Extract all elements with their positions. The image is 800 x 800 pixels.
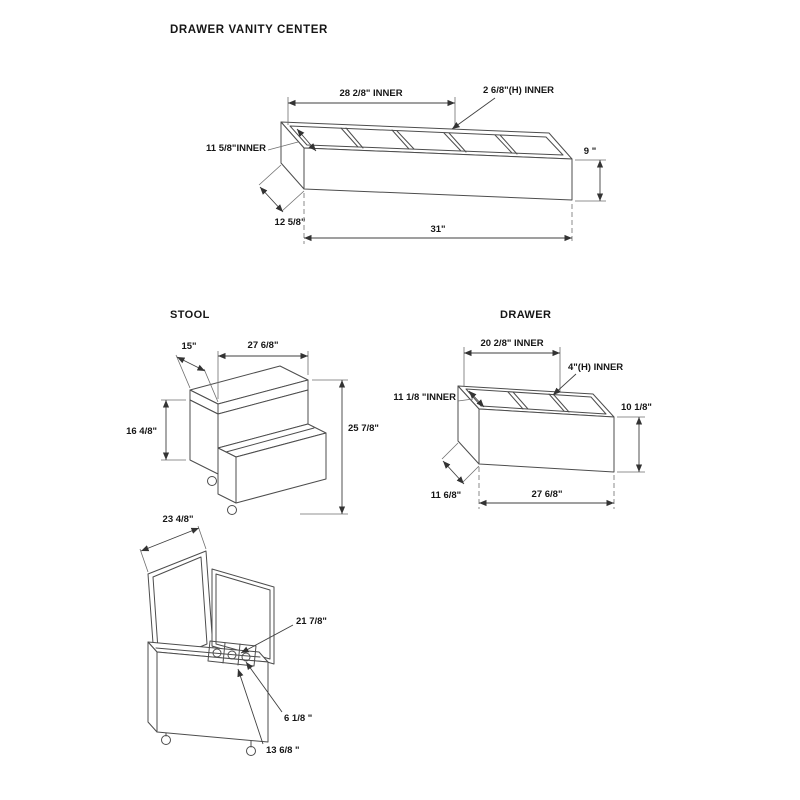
- organizer-divider: [222, 642, 241, 666]
- leader-line: [267, 141, 299, 151]
- caster-wheel: [227, 505, 237, 515]
- page-title: DRAWER VANITY CENTER: [170, 24, 328, 36]
- stool-total-height-dim: 25 7/8": [348, 423, 379, 434]
- leader-line: [240, 624, 294, 654]
- organizer-tray: [207, 640, 257, 667]
- box-left-face: [147, 641, 158, 733]
- drawer-drawing: 20 2/8" INNER 4"(H) INNER 11 1/8 "INNER …: [393, 338, 652, 509]
- vanity-outer-depth-dim: 12 5/8": [275, 217, 306, 228]
- mirror-panel: [211, 568, 275, 665]
- mirror-panel-inner-edge: [215, 573, 271, 660]
- stool-drawer-left: [217, 447, 237, 504]
- leader-line: [237, 668, 264, 745]
- leader-line: [451, 97, 496, 130]
- extension-line: [161, 399, 186, 461]
- dimension-line: [176, 356, 206, 372]
- vanity-outer-width-dim: 31": [430, 224, 445, 235]
- stool-section-label: STOOL: [170, 309, 210, 321]
- drawer-divider: [548, 393, 570, 413]
- stool-body-height-dim: 16 4/8": [126, 426, 157, 437]
- extension-line: [463, 347, 561, 392]
- drawer-section-label: DRAWER: [500, 309, 551, 321]
- vanity-divider: [391, 129, 415, 150]
- vanity-divider-height-dim: 2 6/8"(H) INNER: [483, 85, 554, 96]
- stool-open-drawing: 23 4/8" 21 7/8" 6 1/8 " 13 6/8 ": [139, 514, 327, 756]
- open-height-dim: 21 7/8": [296, 616, 327, 627]
- tray-width-dim: 13 6/8 ": [266, 745, 300, 756]
- vanity-divider: [443, 132, 467, 153]
- drawer-inner-edge: [225, 427, 315, 453]
- caster-wheel: [207, 476, 217, 486]
- stool-drawing: 15" 27 6/8" 16 4/8" 25 7/8": [126, 340, 379, 515]
- dimension-line: [259, 186, 284, 213]
- caster-wheel: [161, 735, 171, 745]
- vanity-divider: [494, 134, 518, 155]
- extension-line: [139, 525, 207, 573]
- dimension-line: [442, 460, 465, 485]
- stool-width-dim: 27 6/8": [248, 340, 279, 351]
- vanity-left-face: [280, 121, 305, 190]
- extension-line: [617, 416, 645, 473]
- drawer-outer-width-dim: 27 6/8": [532, 489, 563, 500]
- dimension-line: [140, 527, 200, 552]
- dimension-line: [468, 390, 485, 408]
- vanity-center-drawing: 28 2/8" INNER 2 6/8"(H) INNER 11 5/8"INN…: [206, 85, 606, 244]
- drawer-outer-depth-dim: 11 6/8": [431, 490, 461, 501]
- drawer-height-dim: 10 1/8": [621, 402, 652, 413]
- vanity-divider: [340, 127, 364, 149]
- leader-line: [552, 373, 577, 396]
- vanity-inner-depth-dim: 11 5/8"INNER: [206, 143, 266, 154]
- drawer-inner-depth-dim: 11 1/8 "INNER: [393, 392, 456, 403]
- open-lid-width-dim: 23 4/8": [163, 514, 194, 525]
- dimension-line: [296, 128, 317, 152]
- tray-height-dim: 6 1/8 ": [284, 713, 312, 724]
- open-lid-inner-edge: [152, 556, 208, 665]
- caster-wheel: [246, 746, 256, 756]
- drawer-inner-width-dim: 20 2/8" INNER: [480, 338, 543, 349]
- organizer-hole: [241, 652, 251, 662]
- drawer-front-face: [478, 408, 615, 473]
- extension-line: [441, 442, 480, 483]
- stool-depth-dim: 15": [181, 341, 196, 352]
- vanity-inner-width-dim: 28 2/8" INNER: [339, 88, 402, 99]
- extension-line: [258, 164, 305, 212]
- organizer-hole: [212, 648, 222, 658]
- extension-line: [303, 193, 573, 244]
- drawer-divider: [507, 391, 529, 410]
- vanity-height-dim: 9 ": [584, 146, 596, 157]
- drawer-divider-height-dim: 4"(H) INNER: [568, 362, 623, 373]
- organizer-hole: [227, 650, 237, 660]
- leader-line: [245, 661, 283, 713]
- extension-line: [575, 159, 606, 202]
